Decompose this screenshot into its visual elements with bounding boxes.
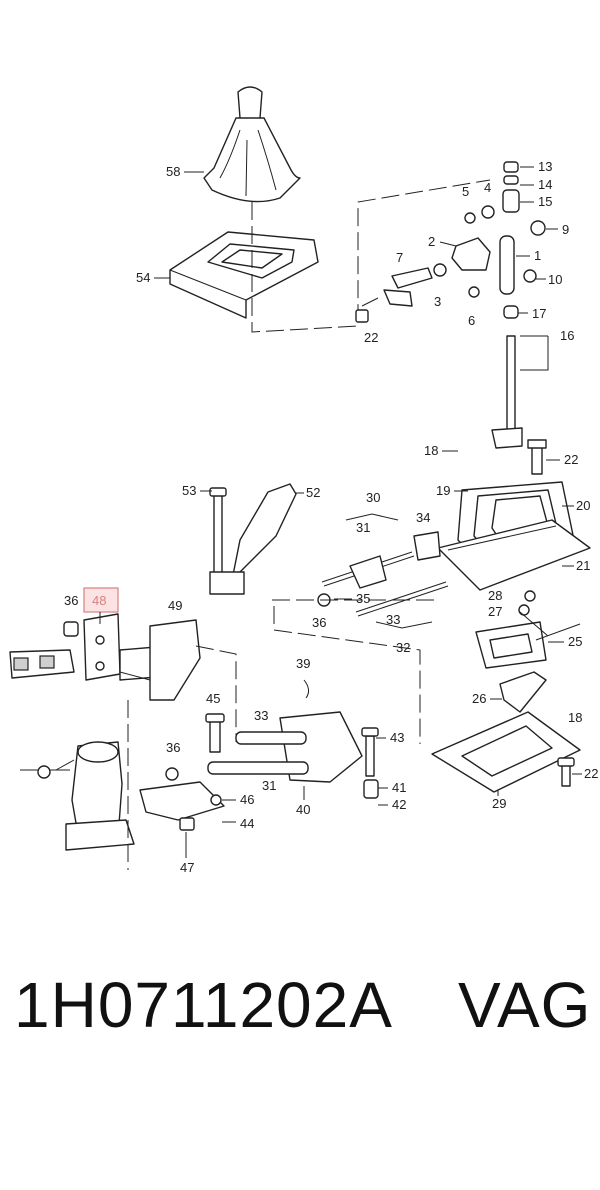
callout-36-left: 36 <box>64 593 78 608</box>
callout-39: 39 <box>296 656 310 671</box>
transmission-housing <box>20 741 135 851</box>
exploded-parts-diagram: 58 13 14 15 4 5 9 2 1 7 10 54 3 6 17 16 … <box>9 86 598 875</box>
gearbox-lever-assembly <box>9 613 201 701</box>
callout-49: 49 <box>168 598 182 613</box>
callout-14: 14 <box>538 177 552 192</box>
callout-58: 58 <box>166 164 180 179</box>
callout-7: 7 <box>396 250 403 265</box>
callout-22-lower: 22 <box>584 766 598 781</box>
callout-16: 16 <box>560 328 574 343</box>
shift-lever-upper-parts <box>355 161 546 323</box>
callout-34: 34 <box>416 510 430 525</box>
callout-4: 4 <box>484 180 491 195</box>
callout-25: 25 <box>568 634 582 649</box>
callout-18-lower: 18 <box>568 710 582 725</box>
callout-35: 35 <box>356 591 370 606</box>
callout-32: 32 <box>396 640 410 655</box>
callout-40: 40 <box>296 802 310 817</box>
callout-17: 17 <box>532 306 546 321</box>
callout-31-top: 31 <box>356 520 370 535</box>
callout-44: 44 <box>240 816 254 831</box>
callout-41: 41 <box>392 780 406 795</box>
part-caption: 1H0711202A VAG <box>0 968 600 1058</box>
center-console <box>169 231 319 319</box>
callout-5: 5 <box>462 184 469 199</box>
selector-mechanism <box>475 590 581 713</box>
callout-22-top: 22 <box>364 330 378 345</box>
shift-plate-and-springs <box>139 679 379 831</box>
lower-bezel <box>431 711 581 793</box>
highlight-box-48 <box>83 587 119 613</box>
callout-33-lower: 33 <box>254 708 268 723</box>
lower-left-frame <box>127 645 237 870</box>
callout-2: 2 <box>428 234 435 249</box>
callout-10: 10 <box>548 272 562 287</box>
callout-9: 9 <box>562 222 569 237</box>
callout-46: 46 <box>240 792 254 807</box>
callout-1: 1 <box>534 248 541 263</box>
callout-labels: 58 13 14 15 4 5 9 2 1 7 10 54 3 6 17 16 … <box>64 159 598 875</box>
callout-15: 15 <box>538 194 552 209</box>
linkage-frame <box>272 599 440 744</box>
callout-54: 54 <box>136 270 150 285</box>
shift-knob-and-boot <box>203 86 301 203</box>
callout-3: 3 <box>434 294 441 309</box>
gearshift-cables <box>317 513 449 629</box>
callout-30: 30 <box>366 490 380 505</box>
upper-assembly-frame <box>251 179 491 333</box>
callout-19: 19 <box>436 483 450 498</box>
callout-6: 6 <box>468 313 475 328</box>
cable-bracket <box>209 483 297 595</box>
callout-42: 42 <box>392 797 406 812</box>
callout-53: 53 <box>182 483 196 498</box>
callout-29: 29 <box>492 796 506 811</box>
callout-22-mid: 22 <box>564 452 578 467</box>
selector-housing <box>437 439 591 591</box>
callout-13: 13 <box>538 159 552 174</box>
brand-label: VAG <box>458 969 592 1041</box>
callout-18-top: 18 <box>424 443 438 458</box>
callout-36-mid: 36 <box>312 615 326 630</box>
callout-48: 48 <box>92 593 106 608</box>
callout-52: 52 <box>306 485 320 500</box>
callout-36-lower: 36 <box>166 740 180 755</box>
callout-45: 45 <box>206 691 220 706</box>
callout-26: 26 <box>472 691 486 706</box>
callout-27: 27 <box>488 604 502 619</box>
shift-rod <box>491 335 549 449</box>
callout-47: 47 <box>180 860 194 875</box>
callout-31-lower: 31 <box>262 778 276 793</box>
callout-20: 20 <box>576 498 590 513</box>
part-number: 1H0711202A <box>14 969 393 1041</box>
callout-21: 21 <box>576 558 590 573</box>
callout-43: 43 <box>390 730 404 745</box>
callout-28: 28 <box>488 588 502 603</box>
callout-33-top: 33 <box>386 612 400 627</box>
